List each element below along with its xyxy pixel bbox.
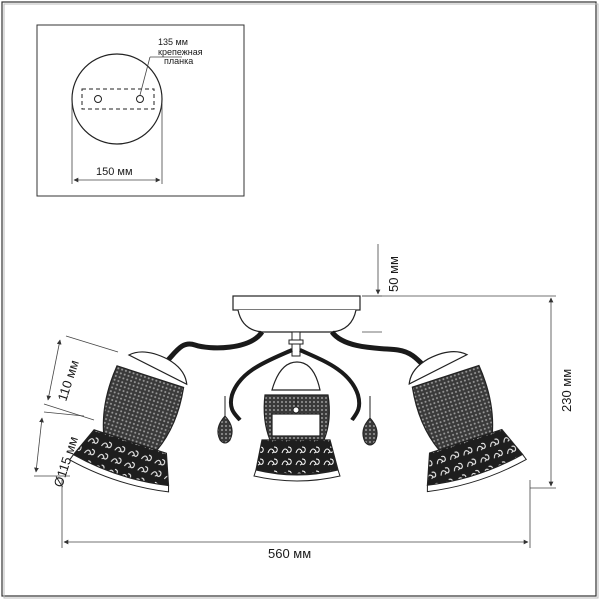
plate-width-label: 135 мм: [158, 37, 188, 47]
left-shade: [68, 351, 188, 493]
shade-diameter-dimension: Ø115 мм: [34, 411, 85, 489]
shade-height-label: 110 мм: [55, 358, 82, 403]
left-crystal-pendant: [217, 396, 233, 444]
right-arm: [329, 330, 430, 372]
total-height-dimension: 230 мм: [362, 295, 574, 489]
mounting-inset: 135 мм крепежная планка 150 мм: [36, 24, 245, 197]
canopy-top: [232, 295, 361, 311]
right-crystal-pendant: [362, 396, 378, 446]
right-arm-inner: [330, 331, 429, 371]
total-width-label: 560 мм: [268, 546, 311, 561]
mounting-plate: [81, 88, 155, 110]
canopy-height-label: 50 мм: [386, 256, 401, 292]
frame-shadow: [3, 3, 599, 599]
canopy-body: [237, 309, 357, 333]
plate-name-line1: крепежная: [158, 47, 203, 57]
center-left-arm-inner: [230, 349, 293, 421]
canopy-height-dimension: 50 мм: [362, 244, 401, 333]
total-height-label: 230 мм: [559, 369, 574, 412]
mounting-hole-right: [136, 95, 144, 103]
base-diameter-label: 150 мм: [96, 166, 133, 178]
center-right-arm-inner: [299, 349, 361, 421]
chandelier-drawing: [68, 295, 528, 493]
right-shade: [408, 351, 528, 493]
left-arm-inner: [159, 331, 264, 369]
plate-name-line2: планка: [164, 56, 193, 66]
center-shade: [253, 361, 341, 482]
plate-dimension-line: [139, 56, 151, 96]
total-width-dimension: 560 мм: [61, 480, 531, 561]
mounting-hole-left: [94, 95, 102, 103]
ceiling-base-circle: [71, 53, 163, 145]
left-arm: [158, 330, 265, 370]
stem-collar: [288, 339, 304, 345]
